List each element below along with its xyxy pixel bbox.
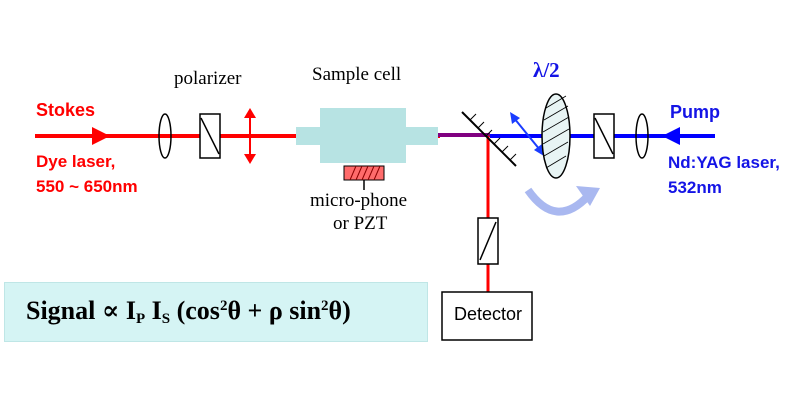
- polarizer-label: polarizer: [174, 68, 242, 89]
- microphone: [343, 165, 385, 181]
- formula-box: [4, 282, 428, 342]
- formula-is: IS: [151, 296, 171, 327]
- sample-cell-window-left: [296, 127, 324, 145]
- pump-polarization-head2: [534, 144, 544, 156]
- stokes-arrow: [92, 127, 110, 145]
- sample-cell-window-right: [406, 127, 438, 145]
- pump-arrow: [662, 127, 680, 145]
- polarization-arrow-up: [244, 108, 256, 118]
- half-wave-plate: [541, 93, 571, 179]
- polarizer-right-slash: [594, 117, 614, 155]
- formula-signal: Signal: [26, 296, 96, 325]
- ndyag-label: Nd:YAG laser,: [668, 153, 780, 172]
- formula-square-2: 2: [321, 298, 329, 314]
- sample-cell-label: Sample cell: [312, 64, 402, 85]
- formula-close: θ): [328, 296, 351, 325]
- formula-mid: θ + ρ sin: [227, 296, 322, 325]
- formula-square-1: 2: [219, 298, 228, 314]
- rotation-arrow: [524, 187, 591, 216]
- mirror-hatch: [469, 113, 517, 161]
- half-wave-plate-hatch: [542, 95, 570, 169]
- lens-right: [635, 113, 649, 159]
- pump-label: Pump: [670, 102, 721, 122]
- detector-label: Detector: [454, 304, 523, 324]
- polarization-arrow-down: [244, 154, 256, 164]
- formula-ip: IP: [125, 296, 146, 327]
- microphone-hatch: [349, 165, 381, 181]
- detector-box: [441, 291, 533, 341]
- dye-laser-label: Dye laser,: [36, 152, 116, 171]
- signal-formula: Signal ∝ IP IS (cos2θ + ρ sin2θ): [26, 296, 351, 328]
- lens-left: [158, 113, 172, 159]
- pump-polarization: [513, 117, 541, 151]
- pump-polarization-head1: [510, 112, 520, 124]
- half-wave-label: λ/2: [533, 58, 560, 82]
- formula-proportional: ∝: [101, 296, 120, 325]
- pzt-label: or PZT: [333, 213, 388, 234]
- analyzer-slash: [479, 221, 497, 261]
- dye-range-label: 550 ~ 650nm: [36, 177, 138, 196]
- microphone-label: micro-phone: [310, 190, 408, 211]
- ndyag-wavelength-label: 532nm: [668, 178, 722, 197]
- stokes-label: Stokes: [36, 100, 96, 120]
- formula-open: (cos: [176, 296, 220, 325]
- polarizer-left-slash: [200, 117, 220, 155]
- sample-cell: [320, 108, 406, 163]
- mirror: [461, 111, 517, 167]
- rotation-arrow-head: [576, 186, 600, 206]
